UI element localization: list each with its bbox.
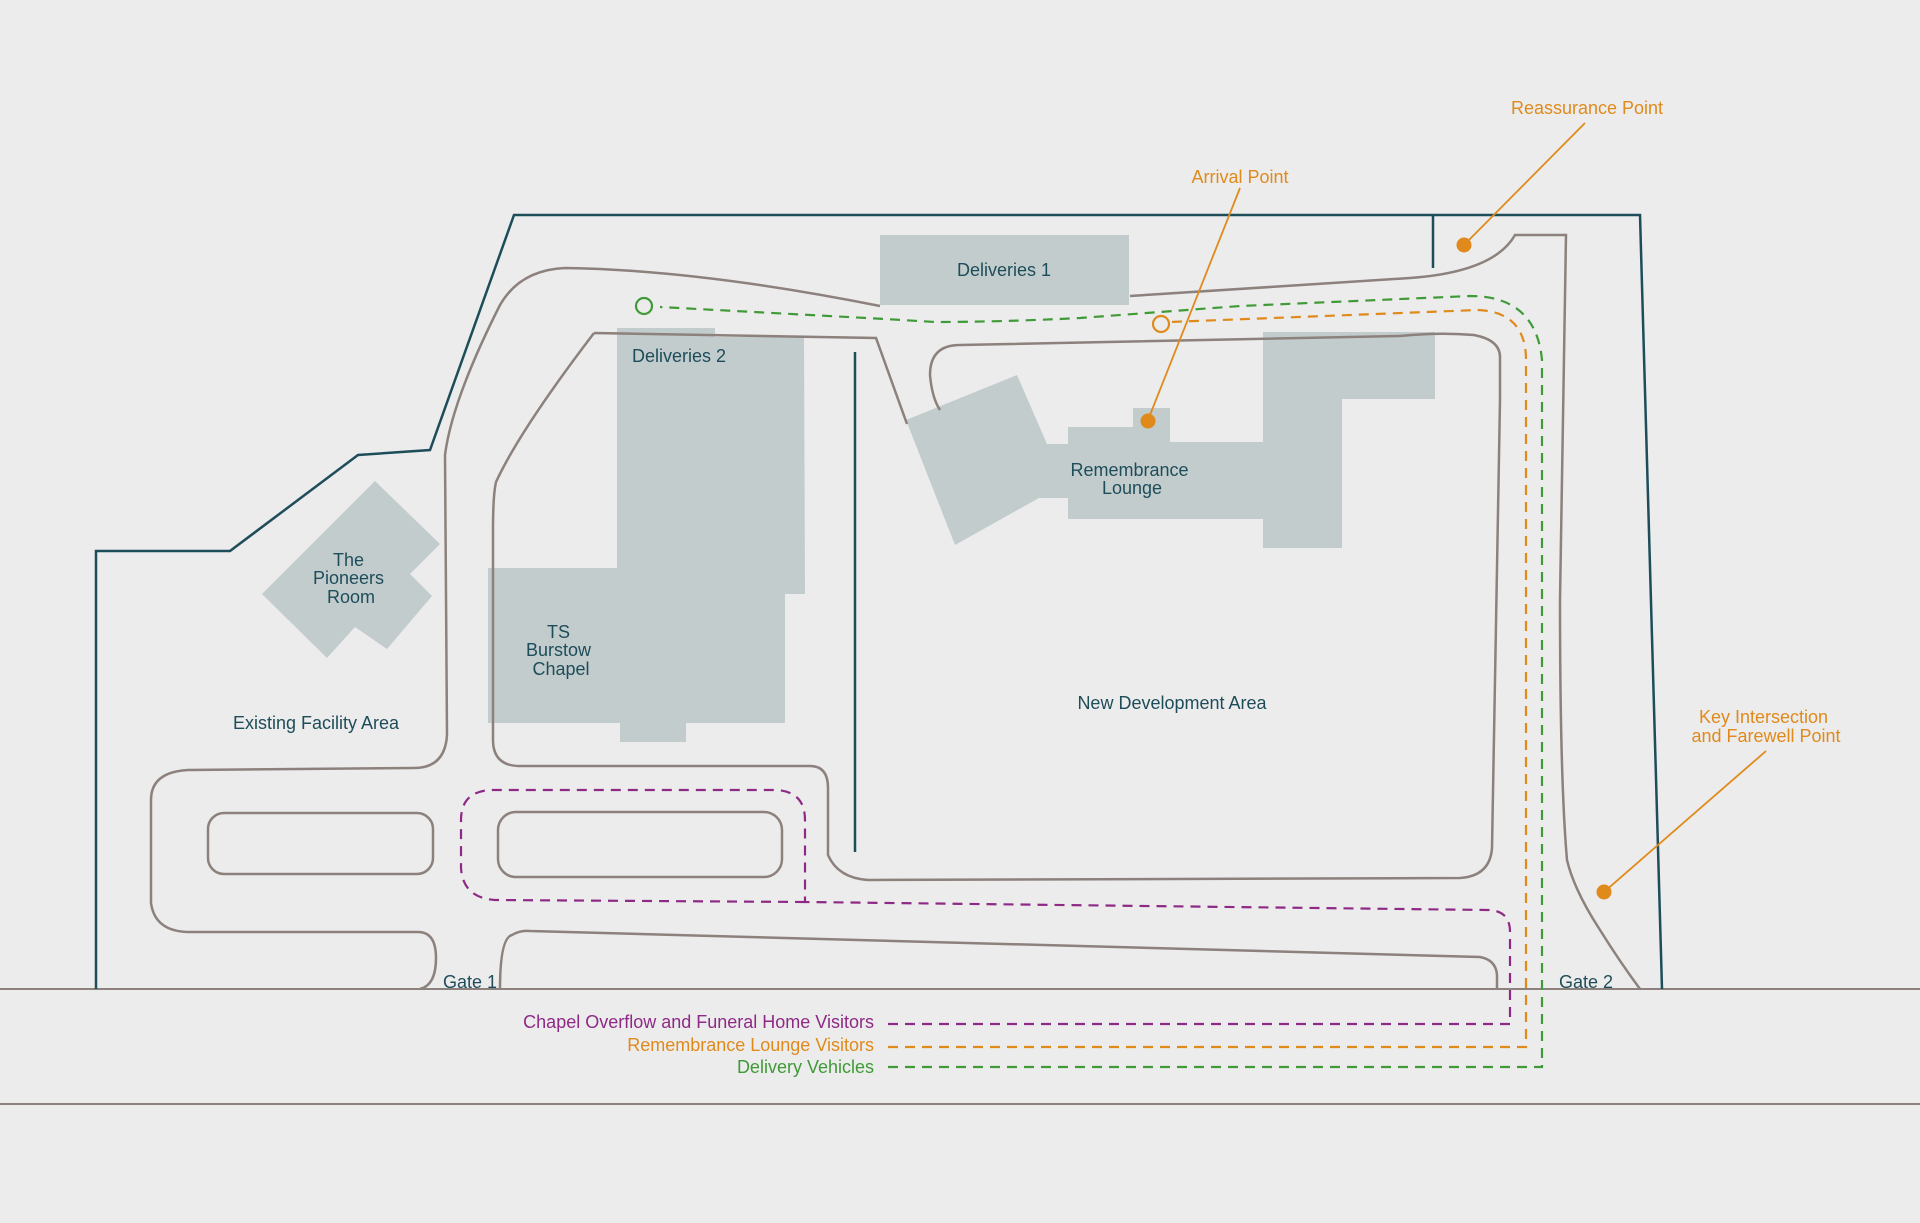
road-south-drive: [498, 929, 1499, 990]
building-deliveries-1: [880, 235, 1129, 305]
label-gate-2: Gate 2: [1559, 972, 1613, 992]
key-intersection-leader: [1603, 750, 1767, 893]
label-remembrance-lounge: Remembrance Lounge: [1070, 460, 1193, 498]
label-gate-1: Gate 1: [443, 972, 497, 992]
label-deliveries-2: Deliveries 2: [632, 346, 726, 366]
road-north-drive: [1129, 233, 1642, 990]
building-remembrance-lounge: [906, 332, 1435, 548]
route-remembrance-visitors: [888, 308, 1528, 1049]
reassurance-leader: [1463, 122, 1586, 246]
arrival-point-marker: [1140, 413, 1156, 429]
route-chapel-overflow: [459, 788, 1512, 1026]
label-arrival-point: Arrival Point: [1191, 167, 1288, 187]
legend-label-remembrance-visitors: Remembrance Lounge Visitors: [627, 1035, 874, 1055]
legend: Chapel Overflow and Funeral Home Visitor…: [523, 1012, 874, 1077]
label-deliveries-1: Deliveries 1: [957, 260, 1051, 280]
legend-label-delivery-vehicles: Delivery Vehicles: [737, 1057, 874, 1077]
label-ts-burstow-chapel: TS Burstow Chapel: [526, 622, 596, 679]
road-chapel-entry: [491, 331, 1502, 882]
label-pioneers-room: The Pioneers Room: [313, 550, 389, 607]
arrival-leader: [1147, 187, 1241, 421]
label-existing-facility-area: Existing Facility Area: [233, 713, 400, 733]
parking-island-west: [206, 811, 435, 876]
building-ts-burstow-chapel: [488, 328, 805, 742]
reassurance-point-marker: [1456, 237, 1472, 253]
road-main-loop: [149, 266, 881, 991]
legend-label-chapel-overflow: Chapel Overflow and Funeral Home Visitor…: [523, 1012, 874, 1032]
site-boundary: [94, 213, 1664, 990]
key-intersection-point-marker: [1596, 884, 1612, 900]
route-delivery-vehicles: [659, 294, 1544, 1069]
label-new-development-area: New Development Area: [1077, 693, 1267, 713]
building-pioneers-room: [262, 481, 440, 658]
remembrance-start-marker: [1151, 314, 1171, 334]
delivery-start-marker: [634, 296, 654, 316]
parking-island-central: [496, 810, 784, 879]
label-key-intersection-point: Key Intersection and Farewell Point: [1691, 707, 1840, 746]
label-reassurance-point: Reassurance Point: [1511, 98, 1663, 118]
